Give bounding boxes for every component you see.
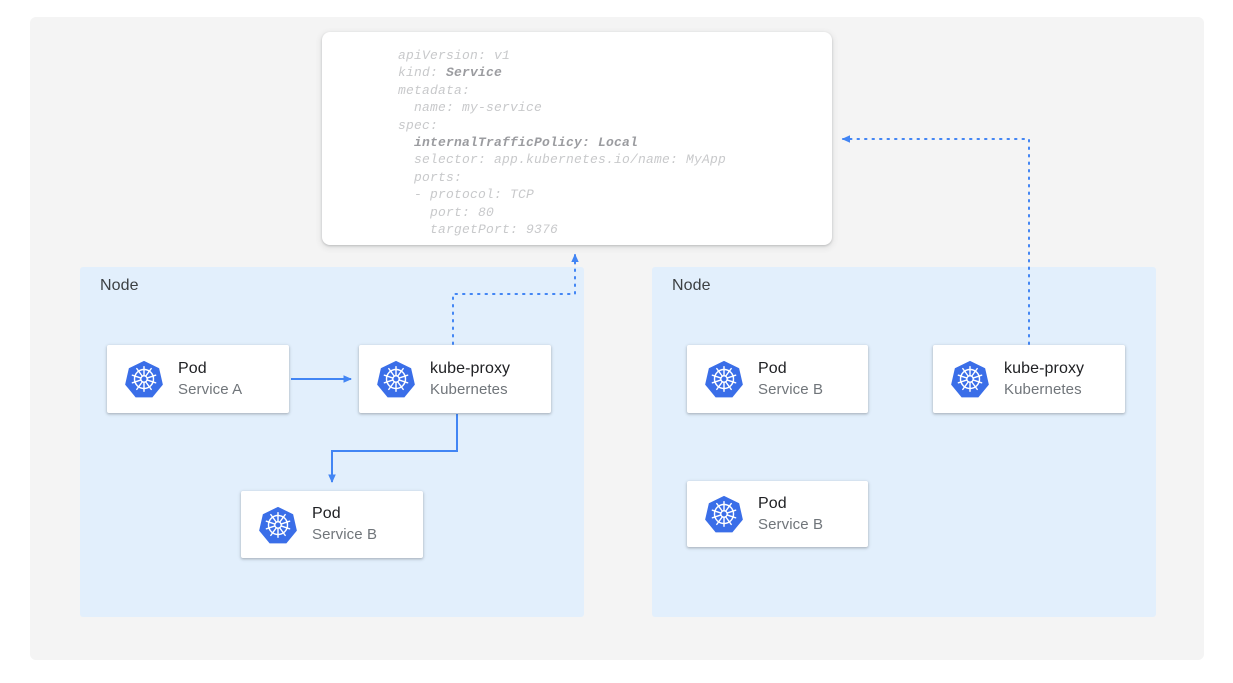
card-subtitle: Kubernetes [430,380,508,398]
node-group-right: Node [652,267,1156,617]
card-text: Pod Service A [178,359,242,400]
card-title: kube-proxy [1004,359,1085,377]
card-title: kube-proxy [430,359,511,377]
node-label-left: Node [100,277,139,294]
node-group-left: Node [80,267,584,617]
kubernetes-icon [704,359,744,399]
node-label-right: Node [672,277,711,294]
card-title: Pod [758,494,787,512]
kubernetes-icon [258,505,298,545]
card-kube-proxy-right[interactable]: kube-proxy Kubernetes [933,345,1125,413]
kubernetes-icon [376,359,416,399]
card-subtitle: Service B [758,515,824,533]
card-subtitle: Service A [178,380,243,398]
card-pod-service-b-right-bottom[interactable]: Pod Service B [687,481,868,547]
service-manifest-code: apiVersion: v1 kind: Service metadata: n… [398,48,727,238]
card-pod-service-a[interactable]: Pod Service A [107,345,289,413]
kubernetes-icon [124,359,164,399]
card-kube-proxy-left[interactable]: kube-proxy Kubernetes [359,345,551,413]
card-subtitle: Service B [758,380,824,398]
card-text: Pod Service B [312,504,377,545]
card-text: Pod Service B [758,359,823,400]
card-pod-service-b-left[interactable]: Pod Service B [241,491,423,558]
card-text: kube-proxy Kubernetes [1004,359,1084,400]
card-title: Pod [758,359,787,377]
card-title: Pod [312,505,341,522]
card-text: kube-proxy Kubernetes [430,359,510,400]
card-subtitle: Service B [312,526,378,543]
kubernetes-icon [950,359,990,399]
service-manifest-card: apiVersion: v1 kind: Service metadata: n… [322,32,832,245]
card-text: Pod Service B [758,494,823,535]
card-subtitle: Kubernetes [1004,380,1082,398]
kubernetes-icon [704,494,744,534]
card-title: Pod [178,359,207,377]
card-pod-service-b-right-top[interactable]: Pod Service B [687,345,868,413]
